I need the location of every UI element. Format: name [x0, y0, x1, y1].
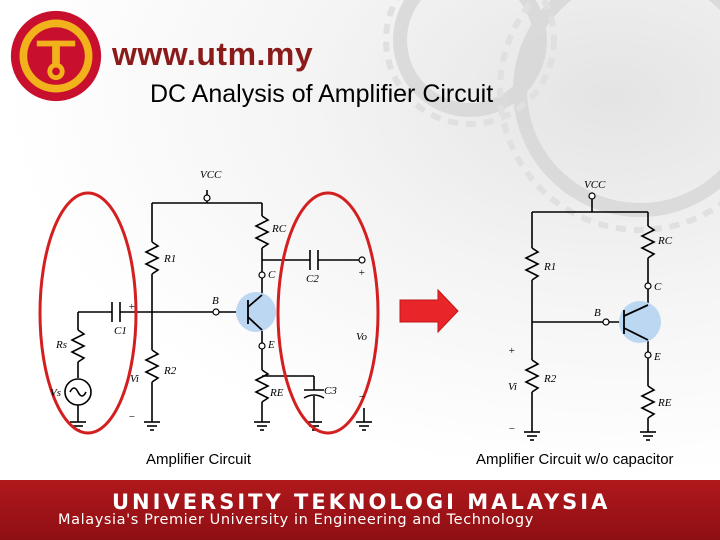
highlight-ellipse-output: [276, 191, 380, 435]
label-c2: C2: [306, 273, 319, 285]
footer-tagline: Malaysia's Premier University in Enginee…: [58, 512, 534, 528]
utm-logo: [10, 10, 102, 102]
label-c3: C3: [324, 385, 337, 397]
caption-amplifier-circuit: Amplifier Circuit: [146, 451, 252, 468]
footer-university-name: UNIVERSITY TEKNOLOGI MALAYSIA: [112, 490, 611, 514]
label-c1: C1: [114, 325, 127, 337]
label-plus-input: +: [128, 301, 135, 313]
label-rc: RC: [271, 223, 287, 235]
label-rc-right: RC: [657, 235, 673, 247]
highlight-ellipse-input: [38, 191, 138, 435]
site-url[interactable]: www.utm.my: [112, 36, 314, 72]
label-minus-output: −: [358, 391, 365, 403]
label-rs: Rs: [55, 339, 67, 351]
label-re: RE: [269, 387, 284, 399]
label-re-right: RE: [657, 397, 672, 409]
label-r2-right: R2: [543, 373, 557, 385]
label-vcc-right: VCC: [584, 179, 606, 191]
label-vcc: VCC: [200, 169, 222, 181]
label-r1: R1: [163, 253, 176, 265]
label-node-b-right: B: [594, 307, 601, 319]
label-vi-right: Vi: [508, 381, 517, 393]
label-node-b: B: [212, 295, 219, 307]
circuit-diagrams: VCC R1 R2 RC RE Rs C1 C2 C3 Vs Vi Vo B C…: [38, 169, 673, 441]
label-vi: Vi: [130, 373, 139, 385]
footer-banner: [0, 480, 720, 540]
caption-amplifier-no-capacitor: Amplifier Circuit w/o capacitor: [476, 451, 674, 468]
label-minus-right: −: [508, 423, 515, 435]
label-plus-output: +: [358, 267, 365, 279]
label-vo: Vo: [356, 331, 368, 343]
page-title: DC Analysis of Amplifier Circuit: [150, 80, 494, 108]
label-node-c: C: [268, 269, 276, 281]
arrow-right-icon: [399, 288, 459, 334]
label-node-c-right: C: [654, 281, 662, 293]
label-node-e: E: [267, 339, 275, 351]
label-node-e-right: E: [653, 351, 661, 363]
gear-watermark: [383, 0, 720, 233]
label-minus-input: −: [128, 411, 135, 423]
label-r1-right: R1: [543, 261, 556, 273]
label-r2: R2: [163, 365, 177, 377]
label-plus-right: +: [508, 345, 515, 357]
label-vs: Vs: [50, 387, 61, 399]
